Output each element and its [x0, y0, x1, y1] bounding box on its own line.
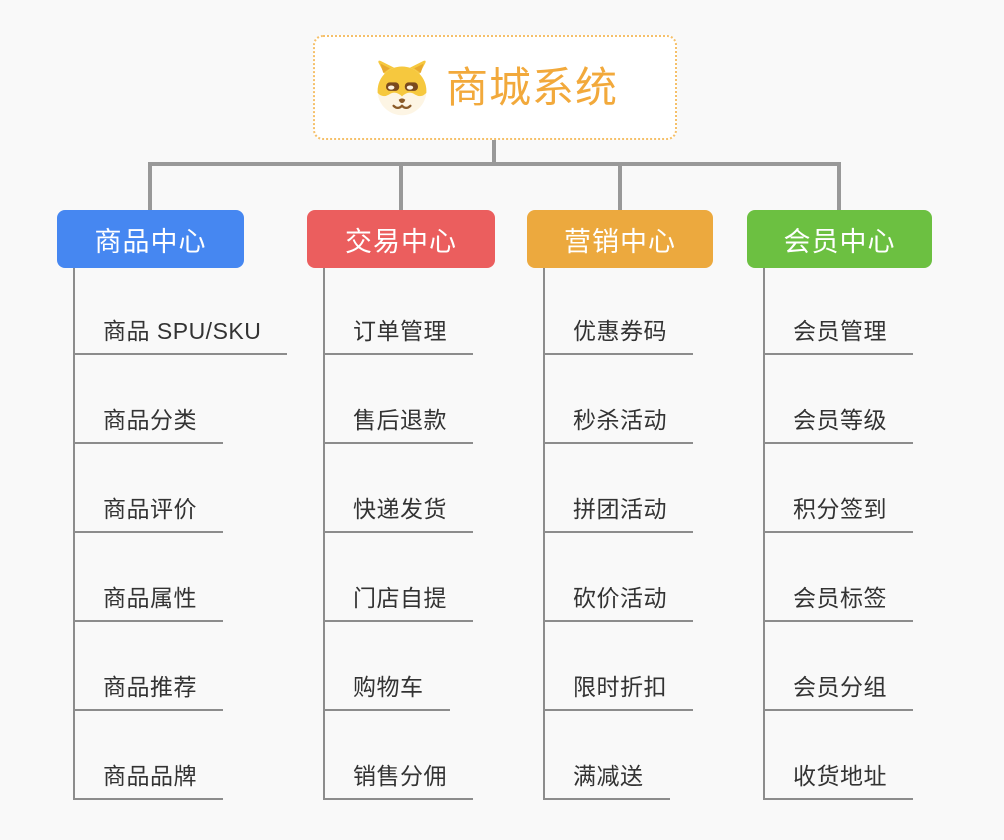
leaf-node-shipping-address[interactable]: 收货地址 [763, 711, 913, 800]
leaf-node-product-category[interactable]: 商品分类 [73, 355, 223, 444]
branch-node-marketing-center[interactable]: 营销中心 [527, 210, 713, 268]
root-node-title: 商城系统 [445, 63, 618, 111]
leaf-node-group-buy[interactable]: 拼团活动 [543, 444, 693, 533]
leaf-node-member-tag[interactable]: 会员标签 [763, 533, 913, 622]
leaf-node-after-sale-refund[interactable]: 售后退款 [323, 355, 473, 444]
shiba-dog-icon [377, 60, 427, 115]
branch-children-marketing-center: 优惠券码 秒杀活动 拼团活动 砍价活动 限时折扣 满减送 [543, 268, 693, 800]
leaf-node-product-recommend[interactable]: 商品推荐 [73, 622, 223, 711]
branch-children-trade-center: 订单管理 售后退款 快递发货 门店自提 购物车 销售分佣 [323, 268, 473, 800]
leaf-node-product-review[interactable]: 商品评价 [73, 444, 223, 533]
leaf-node-member-management[interactable]: 会员管理 [763, 268, 913, 355]
leaf-node-sales-commission[interactable]: 销售分佣 [323, 711, 473, 800]
leaf-node-product-spu-sku[interactable]: 商品 SPU/SKU [73, 268, 288, 355]
branch-node-trade-center[interactable]: 交易中心 [307, 210, 495, 268]
leaf-node-member-group[interactable]: 会员分组 [763, 622, 913, 711]
leaf-node-product-brand[interactable]: 商品品牌 [73, 711, 223, 800]
branch-children-product-center: 商品 SPU/SKU 商品分类 商品评价 商品属性 商品推荐 商品品牌 [73, 268, 288, 800]
leaf-node-shopping-cart[interactable]: 购物车 [323, 622, 450, 711]
leaf-node-limited-time-discount[interactable]: 限时折扣 [543, 622, 693, 711]
leaf-node-express-delivery[interactable]: 快递发货 [323, 444, 473, 533]
leaf-node-product-attribute[interactable]: 商品属性 [73, 533, 223, 622]
leaf-node-points-checkin[interactable]: 积分签到 [763, 444, 913, 533]
leaf-node-flash-sale[interactable]: 秒杀活动 [543, 355, 693, 444]
branch-children-member-center: 会员管理 会员等级 积分签到 会员标签 会员分组 收货地址 [763, 268, 913, 800]
leaf-node-member-level[interactable]: 会员等级 [763, 355, 913, 444]
branch-node-product-center[interactable]: 商品中心 [57, 210, 244, 268]
leaf-node-order-management[interactable]: 订单管理 [323, 268, 473, 355]
leaf-node-coupon-code[interactable]: 优惠券码 [543, 268, 693, 355]
leaf-node-full-reduction[interactable]: 满减送 [543, 711, 670, 800]
leaf-node-store-pickup[interactable]: 门店自提 [323, 533, 473, 622]
branch-node-member-center[interactable]: 会员中心 [747, 210, 932, 268]
leaf-node-bargain-activity[interactable]: 砍价活动 [543, 533, 693, 622]
root-node-mall-system[interactable]: 商城系统 [313, 35, 677, 140]
